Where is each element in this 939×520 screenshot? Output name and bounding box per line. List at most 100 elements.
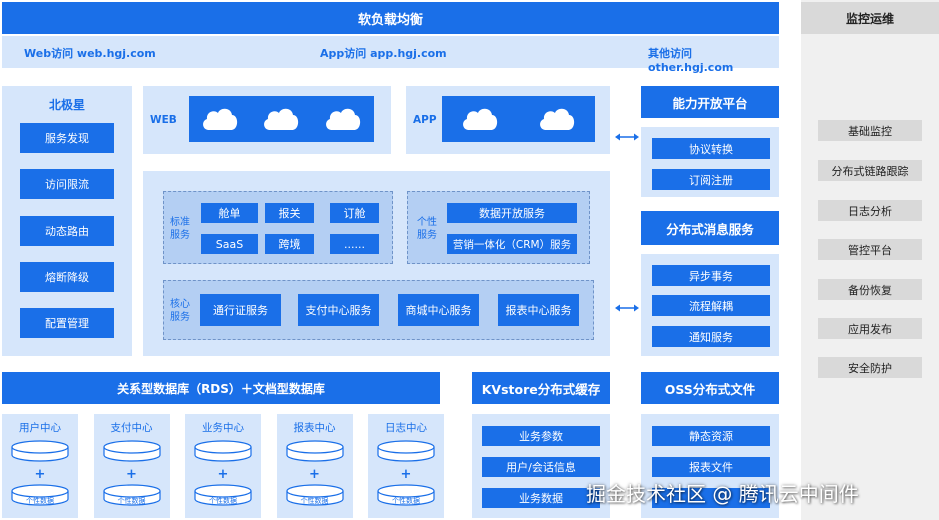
cloud-icon bbox=[539, 108, 574, 130]
standard-service-item: 订舱 bbox=[330, 203, 379, 223]
app-label: APP bbox=[413, 114, 437, 126]
oss-title: OSS分布式文件 bbox=[641, 372, 779, 404]
personal-service-item: 营销一体化（CRM）服务 bbox=[447, 234, 577, 254]
open-platform-panel: 协议转换 订阅注册 bbox=[641, 127, 779, 197]
monitoring-column: 监控运维 基础监控 分布式链路跟踪 日志分析 管控平台 备份恢复 应用发布 安全… bbox=[801, 0, 939, 520]
plus-sign: + bbox=[34, 467, 46, 482]
personal-data-label: 个性数据 bbox=[300, 497, 329, 505]
open-platform-item: 协议转换 bbox=[652, 138, 770, 159]
database-group-title: 报表中心 bbox=[293, 422, 336, 434]
database-group: 业务中心 + 个性数据 bbox=[185, 414, 261, 518]
oss-item: 报表文件 bbox=[652, 457, 770, 477]
kvstore-item: 业务数据 bbox=[482, 488, 600, 508]
core-service-item: 通行证服务 bbox=[200, 294, 281, 326]
app-access-label: App访问 app.hgj.com bbox=[320, 47, 447, 60]
north-star-item: 动态路由 bbox=[20, 216, 114, 246]
web-panel: WEB bbox=[143, 86, 391, 154]
personal-services-group: 个性服务 数据开放服务 营销一体化（CRM）服务 bbox=[407, 191, 590, 264]
database-group: 支付中心 + 个性数据 bbox=[93, 414, 170, 518]
plus-sign: + bbox=[217, 467, 229, 482]
core-service-item: 商城中心服务 bbox=[398, 294, 479, 326]
database-group: 报表中心 + 个性数据 bbox=[276, 414, 353, 518]
oss-item: 静态资源 bbox=[652, 426, 770, 446]
messaging-item: 通知服务 bbox=[652, 326, 770, 347]
standard-service-item: 报关 bbox=[265, 203, 314, 223]
database-icon bbox=[102, 440, 161, 506]
bidirectional-arrow-icon bbox=[615, 304, 639, 312]
standard-service-item: 跨境 bbox=[265, 234, 314, 254]
database-icon bbox=[11, 440, 69, 506]
core-services-group: 核心服务 通行证服务 支付中心服务 商城中心服务 报表中心服务 bbox=[163, 280, 594, 340]
monitoring-item: 安全防护 bbox=[818, 357, 922, 378]
database-icon bbox=[377, 440, 435, 506]
services-panel: 标准服务 舱单 报关 订舱 SaaS 跨境 ...... 个性服务 数据开放服务… bbox=[143, 171, 610, 356]
open-platform-item: 订阅注册 bbox=[652, 169, 770, 190]
bidirectional-arrow-icon bbox=[615, 133, 639, 141]
database-icon bbox=[194, 440, 252, 506]
core-services-label: 核心服务 bbox=[170, 299, 190, 323]
standard-services-group: 标准服务 舱单 报关 订舱 SaaS 跨境 ...... bbox=[163, 191, 393, 264]
kvstore-title: KVstore分布式缓存 bbox=[472, 372, 610, 404]
cloud-icon bbox=[463, 108, 498, 130]
database-groups: 用户中心+个性数据支付中心+个性数据业务中心+个性数据报表中心+个性数据日志中心… bbox=[2, 414, 444, 518]
personal-data-label: 个性数据 bbox=[209, 497, 237, 505]
north-star-item: 熔断降级 bbox=[20, 262, 114, 292]
web-cloud-box bbox=[189, 96, 374, 142]
kvstore-item: 业务参数 bbox=[482, 426, 600, 446]
monitoring-title: 监控运维 bbox=[801, 2, 939, 34]
load-balancer-bar: 软负载均衡 bbox=[2, 2, 779, 34]
database-title: 关系型数据库（RDS）＋文档型数据库 bbox=[2, 372, 440, 404]
north-star-item: 访问限流 bbox=[20, 169, 114, 199]
oss-item bbox=[652, 488, 770, 508]
personal-data-label: 个性数据 bbox=[26, 497, 54, 505]
north-star-title: 北极星 bbox=[48, 98, 85, 112]
database-group-title: 用户中心 bbox=[19, 422, 61, 434]
kvstore-panel: 业务参数 用户/会话信息 业务数据 bbox=[472, 414, 610, 518]
access-bar: Web访问 web.hgj.com App访问 app.hgj.com 其他访问… bbox=[2, 36, 779, 74]
messaging-title: 分布式消息服务 bbox=[641, 211, 779, 245]
north-star-item: 服务发现 bbox=[20, 123, 114, 153]
personal-service-item: 数据开放服务 bbox=[447, 203, 577, 223]
plus-sign: + bbox=[400, 467, 412, 482]
web-access-label: Web访问 web.hgj.com bbox=[24, 47, 156, 60]
monitoring-item: 分布式链路跟踪 bbox=[818, 160, 922, 181]
monitoring-item: 基础监控 bbox=[818, 120, 922, 141]
database-group-title: 支付中心 bbox=[110, 422, 153, 434]
database-group-title: 业务中心 bbox=[202, 422, 244, 434]
standard-service-item: 舱单 bbox=[201, 203, 258, 223]
core-service-item: 报表中心服务 bbox=[498, 294, 579, 326]
personal-data-label: 个性数据 bbox=[392, 497, 420, 505]
cloud-icon bbox=[264, 108, 299, 130]
app-panel: APP bbox=[406, 86, 610, 154]
watermark: 掘金技术社区 @ 腾讯云中间件 bbox=[586, 482, 859, 506]
personal-services-label: 个性服务 bbox=[417, 217, 437, 241]
messaging-item: 流程解耦 bbox=[652, 295, 770, 316]
monitoring-item: 应用发布 bbox=[818, 318, 922, 339]
oss-panel: 静态资源 报表文件 bbox=[641, 414, 779, 518]
open-platform-title: 能力开放平台 bbox=[641, 86, 779, 118]
other-access-label: 其他访问 other.hgj.com bbox=[648, 47, 734, 74]
kvstore-item: 用户/会话信息 bbox=[482, 457, 600, 477]
web-label: WEB bbox=[150, 114, 177, 126]
messaging-panel: 异步事务 流程解耦 通知服务 bbox=[641, 254, 779, 356]
app-cloud-box bbox=[442, 96, 595, 142]
database-group: 用户中心 + 个性数据 bbox=[2, 414, 78, 518]
messaging-item: 异步事务 bbox=[652, 265, 770, 286]
north-star-panel: 北极星 服务发现 访问限流 动态路由 熔断降级 配置管理 bbox=[2, 86, 132, 356]
database-group: 日志中心 + 个性数据 bbox=[368, 414, 444, 518]
standard-service-item: SaaS bbox=[201, 234, 258, 254]
core-service-item: 支付中心服务 bbox=[298, 294, 379, 326]
plus-sign: + bbox=[309, 467, 320, 482]
plus-sign: + bbox=[126, 467, 137, 482]
database-group-title: 日志中心 bbox=[385, 422, 427, 434]
cloud-icon bbox=[326, 108, 361, 130]
monitoring-item: 管控平台 bbox=[818, 239, 922, 260]
personal-data-label: 个性数据 bbox=[117, 497, 146, 505]
cloud-icon bbox=[202, 108, 237, 130]
north-star-item: 配置管理 bbox=[20, 308, 114, 338]
database-icon bbox=[285, 440, 344, 506]
standard-services-label: 标准服务 bbox=[170, 217, 190, 241]
standard-service-item: ...... bbox=[330, 234, 379, 254]
monitoring-item: 备份恢复 bbox=[818, 279, 922, 300]
monitoring-item: 日志分析 bbox=[818, 200, 922, 221]
